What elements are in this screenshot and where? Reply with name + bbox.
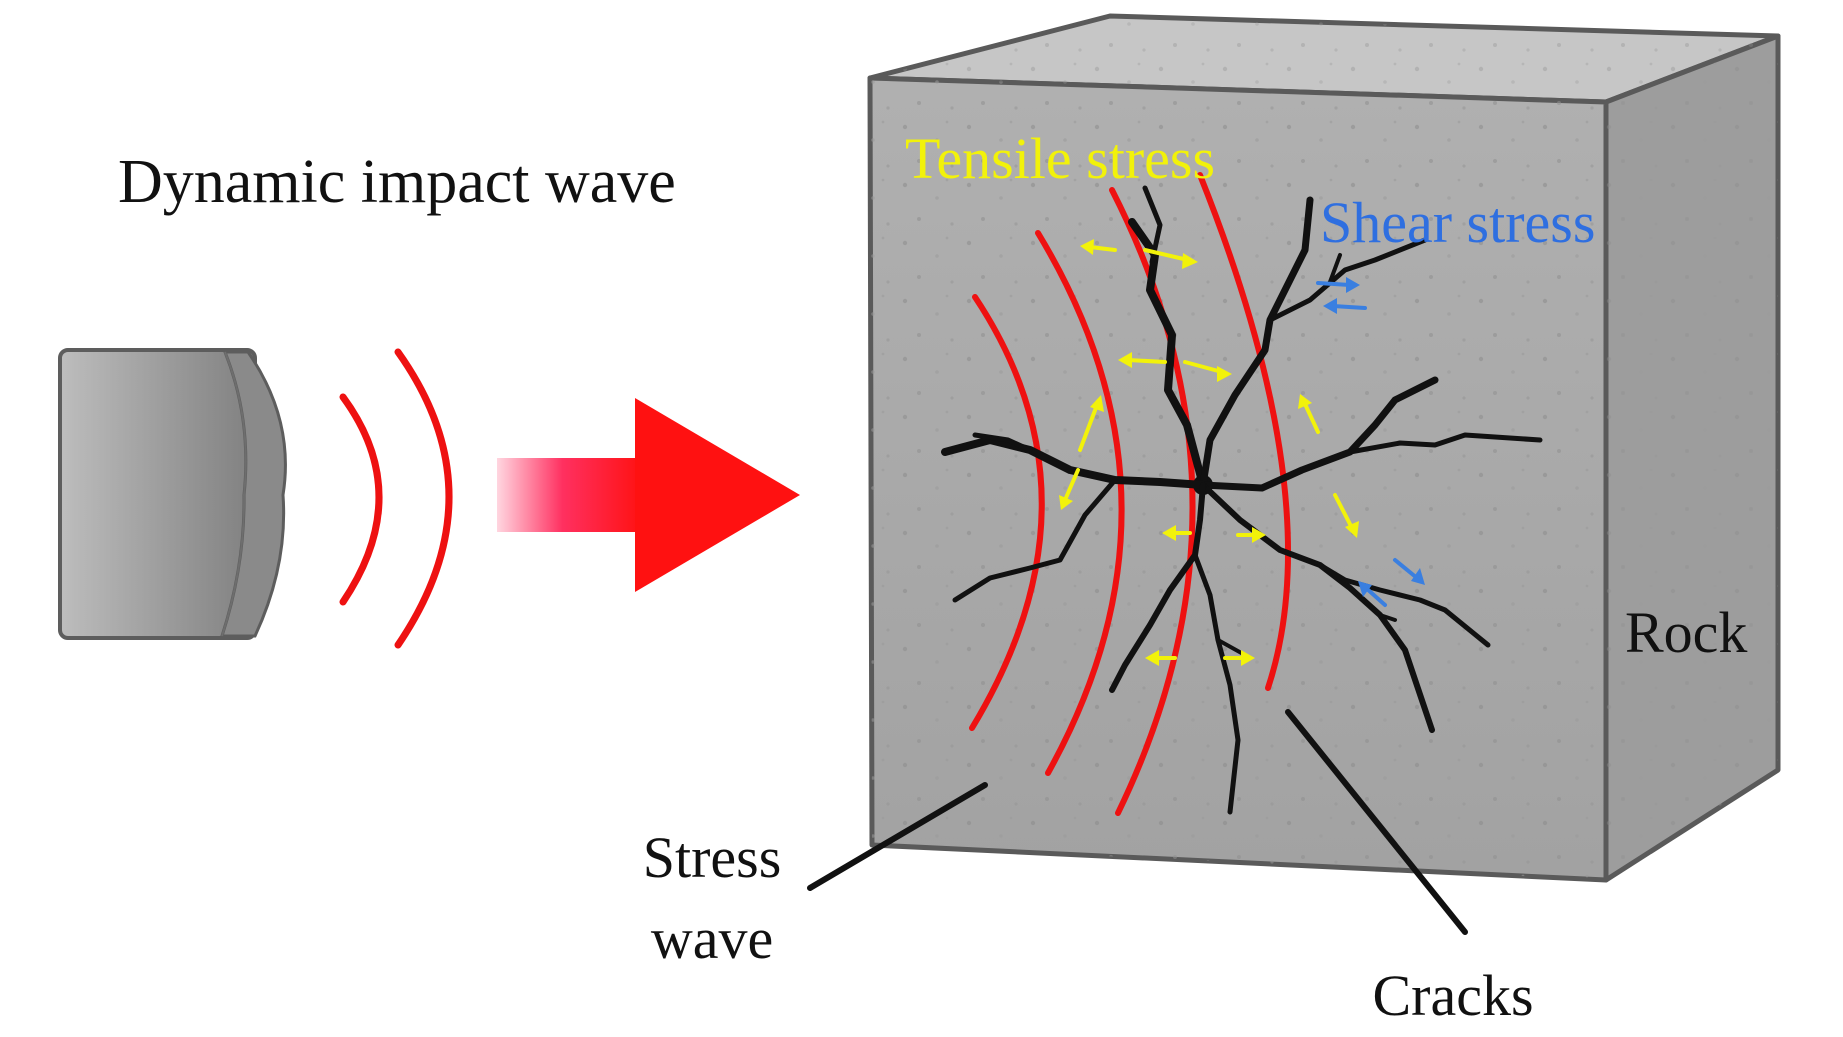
impactor-block-icon xyxy=(58,348,287,640)
crack-network xyxy=(941,185,1543,815)
impact-wave-title: Dynamic impact wave xyxy=(118,148,676,216)
crack-branch-down xyxy=(1109,482,1206,693)
cracks-label: Cracks xyxy=(1372,963,1533,1028)
emitted-wave-arc-inner xyxy=(339,393,383,606)
tensile-arrow-pair-top xyxy=(1080,239,1198,269)
impact-direction-arrow-icon xyxy=(497,398,800,592)
tensile-stress-arrows xyxy=(1059,239,1359,666)
tensile-arrow-pair-mid xyxy=(1118,352,1232,382)
cracks-pointer xyxy=(1285,709,1468,935)
shear-arrow-pair-lower xyxy=(1358,558,1425,607)
crack-branch-upper-right xyxy=(1199,196,1314,489)
stress-wave-pointer xyxy=(807,782,988,891)
tensile-arrow-pair-right xyxy=(1298,394,1359,538)
tensile-arrow-pair-center xyxy=(1162,525,1266,543)
tensile-arrow-pair-left xyxy=(1059,395,1104,510)
stress-wavefront-2 xyxy=(1035,230,1125,776)
rock-label: Rock xyxy=(1625,600,1747,665)
tensile-stress-label: Tensile stress xyxy=(905,126,1215,191)
shear-stress-arrows xyxy=(1316,277,1425,607)
emitted-wave-arc-outer xyxy=(394,348,453,649)
stress-wave-label-line1: Stress xyxy=(643,825,782,890)
stress-wavefronts xyxy=(969,172,1291,816)
emitted-wave-arcs xyxy=(339,348,453,649)
label-pointer-lines xyxy=(807,709,1468,935)
stress-wavefront-4 xyxy=(1197,172,1291,691)
stress-wave-label-line2: wave xyxy=(651,906,773,971)
tensile-arrow-pair-bottom xyxy=(1145,650,1255,666)
crack-branch-left xyxy=(941,436,1207,489)
shear-stress-label: Shear stress xyxy=(1320,190,1595,255)
shear-arrow-pair-upper xyxy=(1316,277,1367,314)
stress-wavefront-1 xyxy=(969,294,1045,731)
rock-cube xyxy=(867,13,1781,883)
